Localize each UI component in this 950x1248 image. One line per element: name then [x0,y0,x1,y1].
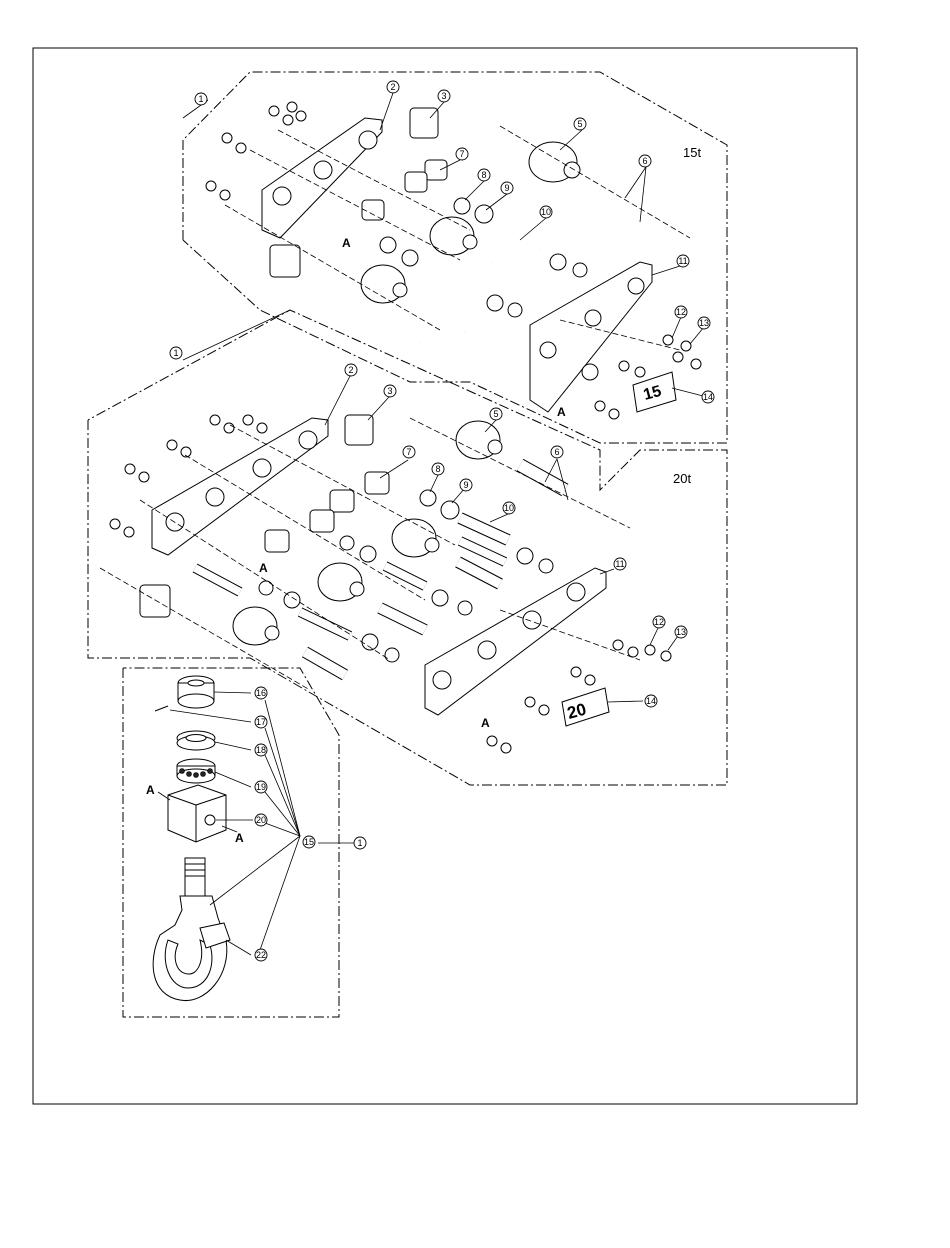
callout-number: 2 [390,82,395,92]
callout-number: 5 [577,119,582,129]
callout-number: 6 [642,156,647,166]
callout-2-middle: 2 [345,364,357,376]
callout-2-top: 2 [387,81,399,93]
callout-number: 13 [699,318,709,328]
callout-number: 22 [256,950,266,960]
section-marker-a: A [481,716,490,730]
section-marker-a: A [557,405,566,419]
callout-number: 8 [481,170,486,180]
callout-number: 1 [357,838,362,848]
crosshead-block [168,785,226,842]
lifting-hook [153,858,230,1001]
callout-3-middle: 3 [384,385,396,397]
callout-number: 7 [406,447,411,457]
callout-number: 3 [441,91,446,101]
section-marker-a: A [235,831,244,845]
callout-number: 14 [703,392,713,402]
callout-number: 16 [256,688,266,698]
callout-number: 7 [459,149,464,159]
callout-7-top: 7 [456,148,468,160]
callout-number: 9 [463,480,468,490]
callout-12-top: 12 [675,306,687,318]
plate-bore [273,187,291,205]
callout-5-middle: 5 [490,408,502,420]
callout-number: 9 [504,183,509,193]
callout-1-middle: 1 [170,347,182,359]
rating-15t: 15t [683,145,701,160]
callout-number: 10 [541,207,551,217]
gear-assembly-top [270,108,587,317]
callout-13-top: 13 [698,317,710,329]
rating-20t: 20t [673,471,691,486]
callout-number: 3 [387,386,392,396]
callout-7-middle: 7 [403,446,415,458]
callout-number: 12 [654,617,664,627]
callout-10-middle: 10 [503,502,515,514]
callout-14-top: 14 [702,391,714,403]
callout-number: 13 [676,627,686,637]
callout-number: 18 [256,745,266,755]
callout-17: 17 [255,716,267,728]
callout-number: 14 [646,696,656,706]
callout-9-middle: 9 [460,479,472,491]
callout-6-middle: 6 [551,446,563,458]
callout-number: 11 [678,256,687,266]
callout-number: 15 [304,837,314,847]
callout-5-top: 5 [574,118,586,130]
hook-block-section: A A [123,668,354,1017]
callout-6-top: 6 [639,155,651,167]
callout-8-top: 8 [478,169,490,181]
callout-15: 15 [303,836,315,848]
callout-1-top: 1 [195,93,207,105]
section-marker-a: A [146,783,155,797]
callout-8-middle: 8 [432,463,444,475]
plate-bore [359,131,377,149]
callout-22: 22 [255,949,267,961]
callout-19: 19 [255,781,267,793]
callout-number: 19 [256,782,266,792]
callout-13-middle: 13 [675,626,687,638]
callout-11-top: 11 [677,255,689,267]
callout-11-middle: 11 [614,558,626,570]
callout-number: 10 [504,503,514,513]
callout-10-top: 10 [540,206,552,218]
callout-16: 16 [255,687,267,699]
callout-20: 20 [255,814,267,826]
callout-number: 2 [348,365,353,375]
callout-9-top: 9 [501,182,513,194]
section-marker-a: A [342,236,351,250]
callout-1-hook: 1 [354,837,366,849]
callout-number: 12 [676,307,686,317]
section-marker-a: A [259,561,268,575]
callout-number: 8 [435,464,440,474]
plate-bore [314,161,332,179]
callout-number: 1 [173,348,178,358]
callout-number: 20 [256,815,266,825]
callout-14-middle: 14 [645,695,657,707]
callout-number: 6 [554,447,559,457]
cotter-pin [155,706,168,711]
section-15t: 1 5 A A 15t [183,72,727,443]
callout-number: 1 [198,94,203,104]
callout-number: 11 [615,559,624,569]
callout-number: 17 [256,717,266,727]
trunnion [205,815,215,825]
callout-18: 18 [255,744,267,756]
callout-3-top: 3 [438,90,450,102]
callout-12-middle: 12 [653,616,665,628]
callout-number: 5 [493,409,498,419]
